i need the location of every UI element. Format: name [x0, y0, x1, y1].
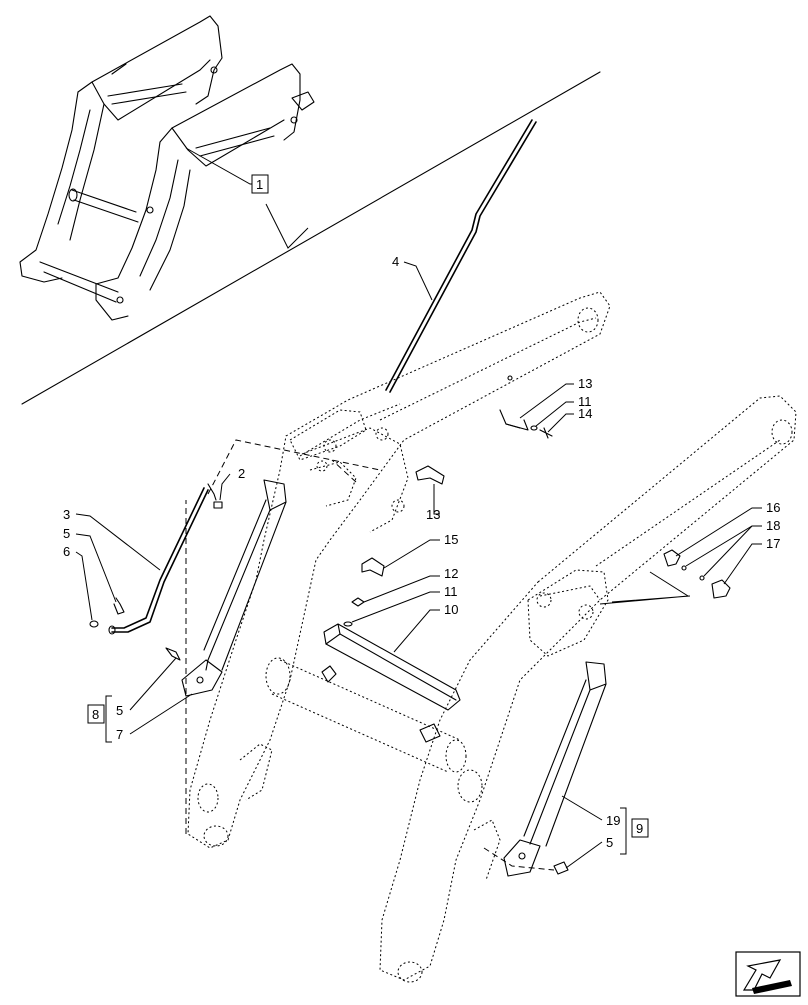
callout-11a: 11	[578, 394, 592, 409]
part-16-pin	[663, 549, 681, 567]
group-9: 9	[620, 807, 649, 855]
callout-6: 6	[63, 544, 70, 559]
group-8: 8 5 7	[87, 695, 123, 743]
callout-4: 4	[392, 254, 399, 269]
loader-overview-illustration	[19, 15, 601, 405]
callout-2: 2	[238, 466, 245, 481]
leader-11b	[351, 591, 440, 623]
callout-3: 3	[63, 507, 70, 522]
callout-12: 12	[444, 566, 458, 581]
part-14-bolt	[539, 427, 553, 439]
part-6-washer	[89, 620, 99, 628]
leader-15	[383, 539, 440, 569]
callout-13a: 13	[578, 376, 592, 391]
callout-18: 18	[766, 518, 780, 533]
assembly-dashed-guide-short	[331, 459, 357, 483]
leader-7	[129, 693, 193, 735]
part-3-lever	[108, 487, 209, 635]
callout-17: 17	[766, 536, 780, 551]
part-11-washer-lower	[343, 621, 353, 627]
leader-3	[75, 513, 161, 571]
leader-13a	[519, 383, 574, 419]
assembly-dashed-guide	[207, 439, 381, 495]
part-5-clip-upper	[113, 597, 125, 615]
part-15-plate	[361, 557, 385, 577]
leader-18b	[703, 525, 753, 577]
callout-19: 19	[606, 813, 620, 828]
part-10-cross-bar	[321, 623, 461, 743]
reference-box-1: 1	[185, 147, 269, 194]
pin-location-pointer	[599, 571, 691, 605]
callout-13b: 13	[426, 507, 440, 522]
part-5-clip-right	[553, 861, 569, 875]
pointer-v	[265, 203, 309, 249]
callout-10: 10	[444, 602, 458, 617]
leader-17	[723, 543, 762, 585]
callout-5c: 5	[606, 835, 613, 850]
group-8-item-1: 5	[116, 703, 123, 718]
leader-5a	[75, 533, 117, 603]
leader-5b	[129, 657, 177, 711]
part-12-nut	[351, 597, 365, 607]
leader-2	[219, 473, 231, 501]
part-17-pin	[711, 579, 731, 599]
leader-6	[75, 551, 93, 621]
leader-10	[393, 609, 440, 653]
leader-11a	[535, 401, 574, 427]
loader-frame-outline	[187, 291, 797, 983]
group-8-item-2: 7	[116, 727, 123, 742]
callout-11b: 11	[444, 584, 458, 599]
group-8-ref: 8	[92, 707, 99, 722]
group-9-ref: 9	[636, 821, 643, 836]
part-18-washer	[681, 565, 705, 581]
callout-5a: 5	[63, 526, 70, 541]
callout-14: 14	[578, 406, 592, 421]
leader-12	[363, 575, 440, 603]
part-7-support-strut	[181, 479, 287, 697]
part-5-clip-lower	[165, 647, 181, 661]
leader-16	[675, 507, 762, 557]
part-13-bracket-upper	[499, 375, 529, 431]
leader-13b	[433, 484, 440, 515]
leader-14	[547, 413, 574, 433]
leader-5c	[565, 841, 603, 869]
part-4-rod	[385, 119, 537, 393]
part-2-pin	[207, 483, 223, 509]
part-19-support-strut	[503, 661, 607, 877]
callout-15: 15	[444, 532, 458, 547]
part-13-bracket-mid	[415, 465, 445, 485]
part-11-washer-upper	[530, 425, 538, 431]
pin-dashed-guide	[483, 847, 555, 871]
callout-label: 1	[256, 177, 263, 192]
next-page-arrow-icon[interactable]	[735, 951, 801, 997]
leader-4	[403, 261, 433, 301]
leader-19	[561, 795, 603, 821]
callout-16: 16	[766, 500, 780, 515]
